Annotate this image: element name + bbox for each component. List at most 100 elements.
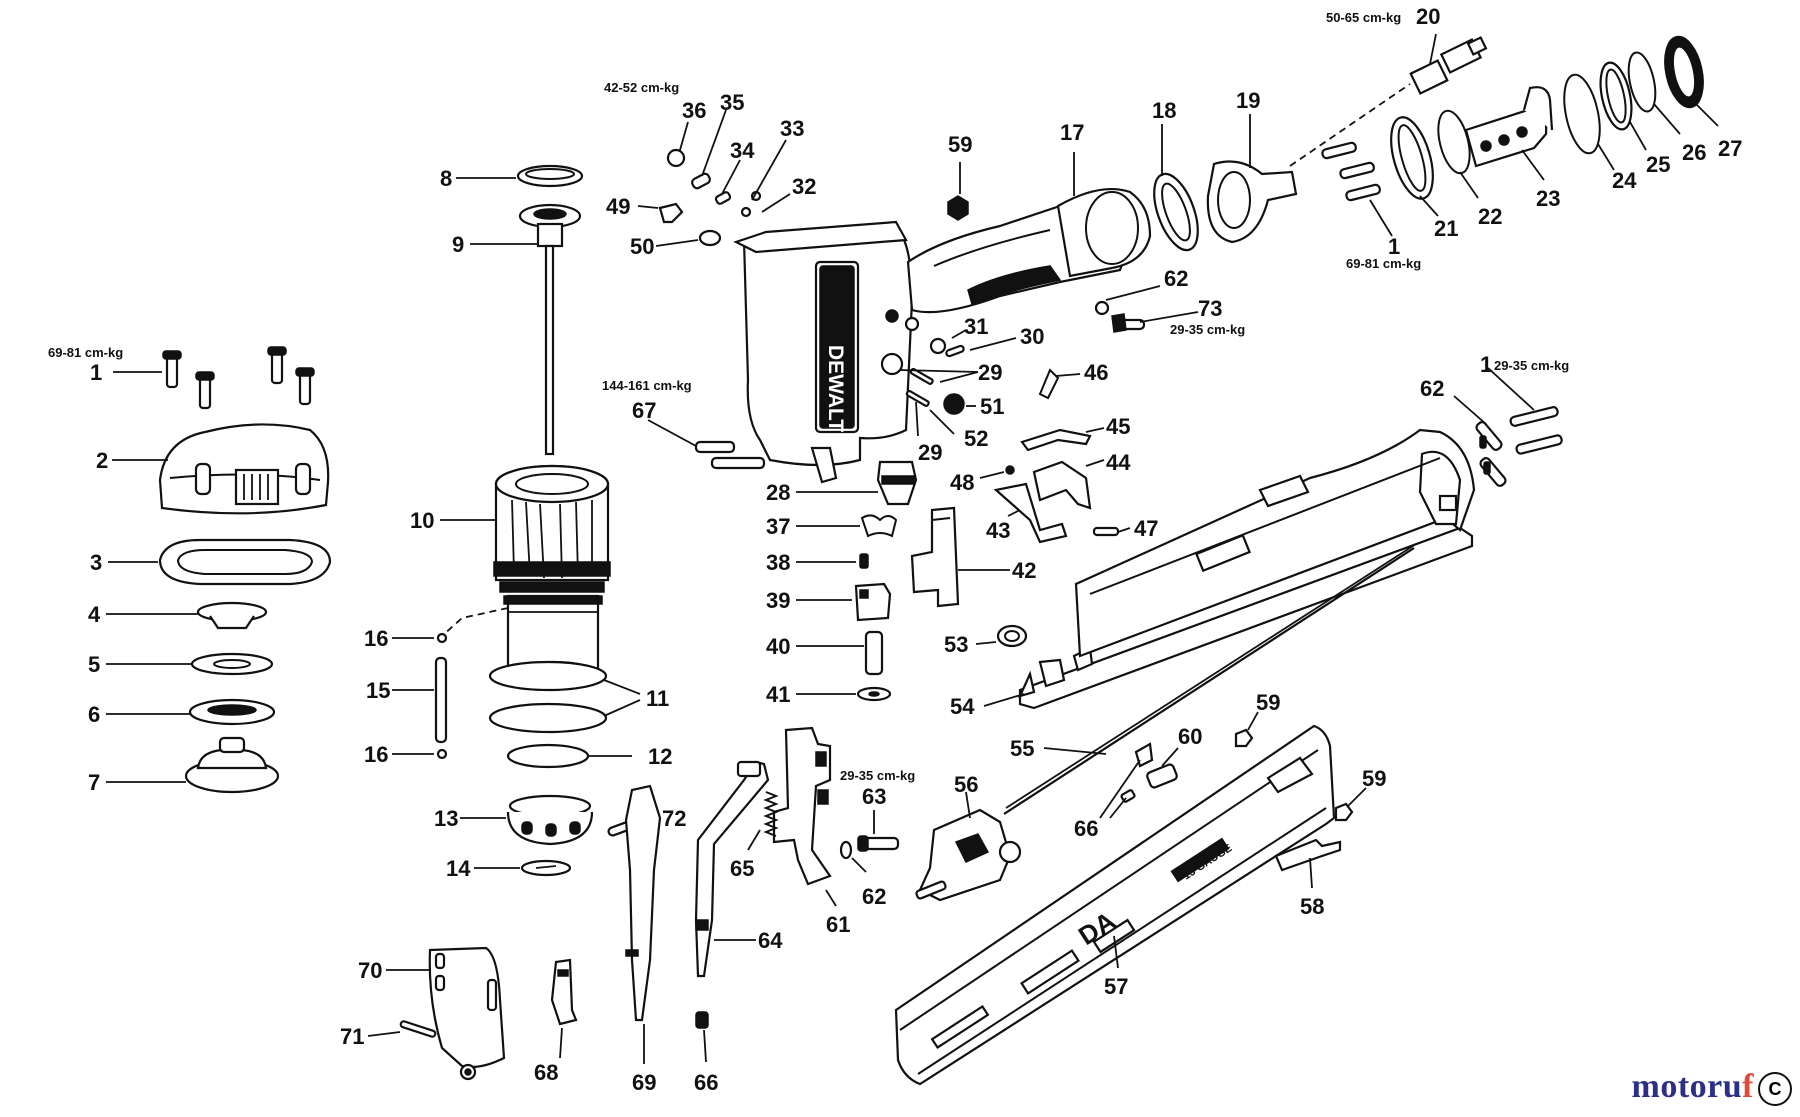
latch-68 [550,958,578,1026]
part-label-20: 20 [1416,4,1440,29]
torque-label: 50-65 cm-kg [1326,10,1401,25]
part-label-23: 23 [1536,186,1560,211]
part-label-55: 55 [1010,736,1034,761]
part-label-39: 39 [766,588,790,613]
head-valve [184,736,280,794]
part-label-54: 54 [950,694,975,719]
part-label-47: 47 [1134,516,1158,541]
valve-disc [196,601,268,630]
part-label-70: 70 [358,958,382,983]
part-40 [864,630,884,676]
part-label-67: 67 [632,398,656,423]
bracket-23 [1464,86,1554,168]
contact-guard [428,946,506,1081]
o-rings [488,660,608,769]
part-label-14: 14 [446,856,471,881]
part-label-50: 50 [630,234,654,259]
spring-46 [1038,368,1060,400]
part-label-9: 9 [452,232,464,257]
spring-37 [860,514,898,538]
magazine-57: DA 15 GAUGE [894,724,1336,1086]
cap-gasket [158,538,332,586]
part-label-13: 13 [434,806,458,831]
ring-24 [1563,73,1601,155]
valve-39 [854,582,892,622]
bumper-ring [516,164,584,188]
part-label-68: 68 [534,1060,558,1085]
part-66b [695,1011,709,1029]
part-label-21: 21 [1434,216,1458,241]
washer-41 [856,686,892,702]
part-label-12: 12 [648,744,672,769]
part-label-45: 45 [1106,414,1130,439]
part-label-5: 5 [88,652,100,677]
part-label-57: 57 [1104,974,1128,999]
torque-label: 144-161 cm-kg [602,378,692,393]
trigger-69 [624,784,662,1022]
part-label-26: 26 [1682,140,1706,165]
part-label-29: 29 [978,360,1002,385]
ring-21 [1390,116,1434,200]
part-label-16: 16 [364,626,388,651]
pin-assembly [434,632,448,760]
piston-plate [188,698,276,726]
part-label-49: 49 [606,194,630,219]
part-label-1b: 1 [1388,234,1400,259]
seal-washer [190,652,274,676]
part-label-51: 51 [980,394,1004,419]
part-label-6: 6 [88,702,100,727]
piston-driver [518,203,582,456]
link-64 [694,760,770,978]
ring-26 [1627,51,1657,113]
part-label-3: 3 [90,550,102,575]
part-label-66b: 66 [694,1070,718,1095]
nailer-body: DEWALT [733,220,914,484]
part-label-1: 1 [90,360,102,385]
part-label-64: 64 [758,928,783,953]
torque-label: 69-81 cm-kg [48,345,123,360]
washer-62c [839,840,853,860]
part-label-62b: 62 [1420,376,1444,401]
screws-67 [694,440,766,470]
part-label-19: 19 [1236,88,1260,113]
spring-45 [1020,428,1092,452]
part-label-1c: 1 [1480,352,1492,377]
nose-56 [915,808,1022,902]
clip-58 [1274,838,1342,872]
end-cap-17 [1056,188,1152,278]
part-label-41: 41 [766,682,790,707]
part-label-10: 10 [410,508,434,533]
part-label-59b: 59 [1256,690,1280,715]
part-label-34: 34 [730,138,755,163]
part-label-37: 37 [766,514,790,539]
nut-59b [1234,728,1254,748]
part-label-53: 53 [944,632,968,657]
part-label-15: 15 [366,678,390,703]
part-label-52: 52 [964,426,988,451]
part-label-8: 8 [440,166,452,191]
pins-62-1 [1475,406,1563,487]
lever-43-48 [993,465,1120,544]
part-label-59: 59 [948,132,972,157]
part-label-65: 65 [730,856,754,881]
brand-mark: DEWALT [824,345,847,432]
torque-label: 29-35 cm-kg [1494,358,1569,373]
gasket-18 [1153,172,1199,252]
part-label-62c: 62 [862,884,886,909]
copyright-mark: C [1758,1072,1792,1106]
bracket-42 [910,506,960,608]
valve-28 [876,460,918,506]
part-label-72: 72 [662,806,686,831]
disc [520,859,572,877]
part-label-44: 44 [1106,450,1131,475]
part-label-22: 22 [1478,204,1502,229]
cylinder [493,464,611,688]
torque-label: 29-35 cm-kg [1170,322,1245,337]
part-label-4: 4 [88,602,101,627]
nut-59c [1334,802,1354,822]
nut-59 [947,195,969,221]
small-29-31 [904,316,965,415]
part-38 [859,553,869,569]
